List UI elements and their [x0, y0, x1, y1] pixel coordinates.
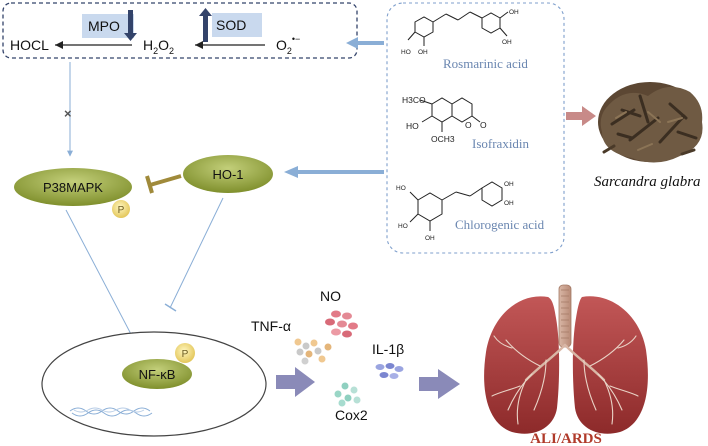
p38-to-nfkb-arrow [65, 209, 134, 339]
chlorogenic-ho-2: HO [398, 223, 408, 230]
sod-up-bar [203, 14, 208, 42]
isofraxidin-structure [419, 97, 481, 132]
isofraxidin-h3co: H3CO [402, 95, 426, 105]
mpo-down-bar [128, 10, 133, 35]
chlorogenic-oh-3: OH [504, 200, 514, 207]
rosmarinic-acid-label: Rosmarinic acid [443, 56, 528, 71]
rosmarinic-acid-structure [407, 11, 509, 46]
blocked-marker: × [64, 106, 72, 121]
plant-to-compounds-arrow [566, 106, 596, 126]
no-label: NO [320, 288, 341, 304]
p38-phospho-badge [112, 200, 130, 218]
p38-phospho-label: P [118, 205, 125, 216]
nfkb-label: NF-κB [139, 367, 176, 382]
cox2-molecules [334, 382, 361, 407]
cox2-label: Cox2 [335, 407, 368, 423]
ho1-inhibit-bar [145, 175, 154, 194]
ho1-to-nfkb-inhibit [169, 197, 224, 309]
chlorogenic-acid-label: Chlorogenic acid [455, 217, 545, 232]
rosmarinic-oh-3: OH [509, 9, 519, 16]
ali-ards-label: ALI/ARDS [530, 431, 602, 446]
p38mapk-label: P38MAPK [43, 180, 103, 195]
isofraxidin-o-carbonyl: O [480, 120, 487, 130]
isofraxidin-label: Isofraxidin [472, 136, 530, 151]
ho1-node [183, 155, 273, 193]
hocl-arrowhead [55, 41, 63, 49]
mpo-down-arrow-icon [124, 33, 137, 41]
chlorogenic-ho-1: HO [396, 185, 406, 192]
compounds-to-ros-arrow [346, 37, 384, 49]
h2o2-label: H2O2 [143, 37, 174, 56]
il1b-molecules [375, 363, 404, 379]
plant-name-label: Sarcandra glabra [594, 174, 701, 190]
p38mapk-node [14, 168, 132, 206]
isofraxidin-och3: OCH3 [431, 134, 455, 144]
dna-strand [69, 407, 153, 417]
cytokines-to-lungs-arrow [419, 369, 460, 399]
compounds-panel [386, 2, 565, 254]
tnf-alpha-label: TNF-α [251, 318, 291, 334]
cell-to-cytokines-arrow [276, 367, 315, 397]
nfkb-node [122, 359, 192, 389]
isofraxidin-ho: HO [406, 121, 419, 131]
ho1-inhibits-p38 [149, 174, 182, 187]
isofraxidin-o-ring: O [465, 120, 472, 130]
chlorogenic-oh-2: OH [504, 181, 514, 188]
no-molecules [325, 310, 358, 338]
rosmarinic-oh-2: OH [502, 39, 512, 46]
sod-box [212, 13, 262, 37]
h2o2-arrowhead [195, 41, 203, 49]
sarcandra-glabra-image [598, 82, 703, 163]
compounds-to-ho1-arrow [284, 166, 384, 178]
svg-text:O2•−: O2•− [276, 34, 300, 56]
rosmarinic-ho-1: HO [401, 49, 411, 56]
nfkb-phospho-label: P [182, 349, 189, 360]
svg-text:H2O2: H2O2 [143, 37, 174, 56]
sod-label: SOD [216, 17, 246, 33]
hocl-label: HOCL [10, 37, 49, 53]
ho1-nfkb-inhibit-bar [164, 303, 177, 312]
superoxide-label: O2•− [276, 34, 300, 56]
rosmarinic-oh-1: OH [418, 49, 428, 56]
chlorogenic-oh-1: OH [425, 235, 435, 242]
ros-pathway-box [2, 2, 358, 59]
sod-up-arrow-icon [199, 8, 212, 16]
lungs-illustration [484, 284, 648, 434]
mpo-label: MPO [88, 18, 120, 34]
chlorogenic-acid-structure [409, 181, 503, 231]
il1b-label: IL-1β [372, 341, 404, 357]
tnf-molecules [294, 338, 332, 365]
ho1-label: HO-1 [212, 167, 243, 182]
nfkb-phospho-badge [175, 343, 195, 363]
